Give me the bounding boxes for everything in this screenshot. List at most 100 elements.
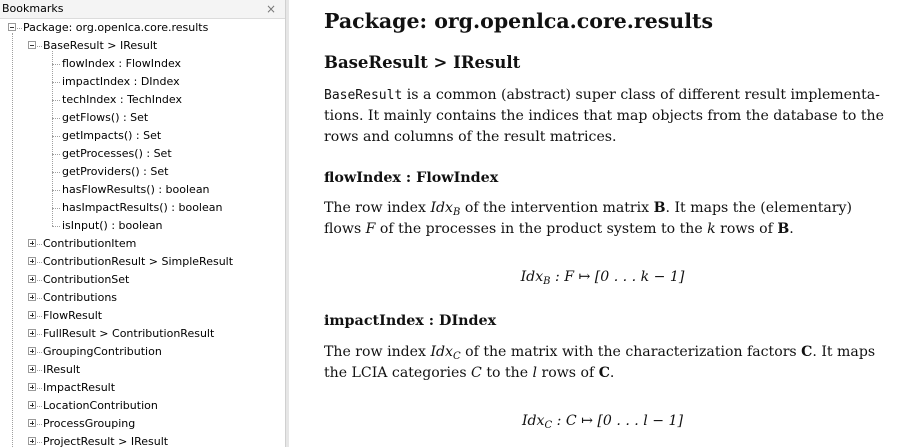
bookmark-label[interactable]: Contributions <box>43 291 118 304</box>
bookmark-item[interactable]: isInput() : boolean <box>0 217 285 235</box>
math-symbol: k <box>707 221 716 237</box>
bookmark-item[interactable]: hasFlowResults() : boolean <box>0 181 285 199</box>
tree-connector <box>37 298 42 299</box>
collapse-icon[interactable] <box>28 41 36 49</box>
bookmark-item[interactable]: Contributions <box>0 289 285 307</box>
bookmark-label[interactable]: Package: org.openlca.core.results <box>23 21 209 34</box>
bookmark-label[interactable]: IResult <box>43 363 81 376</box>
bookmark-item[interactable]: BaseResult > IResult <box>0 37 285 55</box>
text: . <box>609 365 615 381</box>
expand-icon[interactable] <box>28 311 36 319</box>
bookmark-item[interactable]: getFlows() : Set <box>0 109 285 127</box>
bookmark-label[interactable]: FlowResult <box>43 309 103 322</box>
matrix-symbol: B <box>653 200 666 216</box>
bookmark-label[interactable]: FullResult > ContributionResult <box>43 327 215 340</box>
tree-connector <box>37 280 42 281</box>
bookmark-label[interactable]: GroupingContribution <box>43 345 162 358</box>
close-icon[interactable]: × <box>265 2 276 16</box>
description-text: is a common (abstract) super class of di… <box>402 87 880 103</box>
collapse-icon[interactable] <box>8 23 16 31</box>
bookmarks-title: Bookmarks <box>2 2 64 15</box>
class-name-code: BaseResult <box>324 88 403 103</box>
bookmark-label[interactable]: hasFlowResults() : boolean <box>62 183 210 196</box>
math-subscript: B <box>543 276 551 287</box>
bookmark-label[interactable]: getProviders() : Set <box>62 165 169 178</box>
bookmark-label[interactable]: getProcesses() : Set <box>62 147 172 160</box>
tree-connector <box>52 154 60 155</box>
bookmark-label[interactable]: LocationContribution <box>43 399 158 412</box>
bookmark-label[interactable]: getFlows() : Set <box>62 111 149 124</box>
bookmark-item[interactable]: techIndex : TechIndex <box>0 91 285 109</box>
bookmark-item[interactable]: ProjectResult > IResult <box>0 433 285 447</box>
matrix-symbol: C <box>598 365 610 381</box>
expand-icon[interactable] <box>28 293 36 301</box>
bookmark-label[interactable]: ContributionItem <box>43 237 137 250</box>
class-description: BaseResult is a common (abstract) super … <box>324 85 902 148</box>
tree-connector <box>37 46 42 47</box>
expand-icon[interactable] <box>28 347 36 355</box>
expand-icon[interactable] <box>28 383 36 391</box>
bookmark-item[interactable]: ContributionSet <box>0 271 285 289</box>
tree-connector <box>37 262 42 263</box>
panel-splitter[interactable] <box>285 0 289 447</box>
bookmark-item[interactable]: impactIndex : DIndex <box>0 73 285 91</box>
bookmark-item[interactable]: GroupingContribution <box>0 343 285 361</box>
tree-connector <box>37 370 42 371</box>
description-text: rows and columns of the result matrices. <box>324 129 617 145</box>
matrix-symbol: C <box>801 344 813 360</box>
expand-icon[interactable] <box>28 275 36 283</box>
bookmark-item[interactable]: IResult <box>0 361 285 379</box>
bookmark-label[interactable]: ProcessGrouping <box>43 417 136 430</box>
package-heading: Package: org.openlca.core.results <box>324 9 714 33</box>
bookmark-item[interactable]: ContributionResult > SimpleResult <box>0 253 285 271</box>
bookmark-item[interactable]: getProviders() : Set <box>0 163 285 181</box>
bookmark-item[interactable]: ProcessGrouping <box>0 415 285 433</box>
math-symbol: F <box>365 221 376 237</box>
flowindex-formula: IdxB : F ↦ [0 . . . k − 1] <box>289 266 916 288</box>
expand-icon[interactable] <box>28 239 36 247</box>
expand-icon[interactable] <box>28 329 36 337</box>
tree-connector <box>37 424 42 425</box>
bookmark-label[interactable]: ContributionResult > SimpleResult <box>43 255 234 268</box>
tree-connector <box>52 118 60 119</box>
tree-connector <box>52 64 60 65</box>
math-symbol: Idx <box>430 200 453 216</box>
text: to the <box>481 365 533 381</box>
bookmark-item[interactable]: hasImpactResults() : boolean <box>0 199 285 217</box>
bookmark-item[interactable]: ImpactResult <box>0 379 285 397</box>
text: The row index <box>324 344 431 360</box>
expand-icon[interactable] <box>28 257 36 265</box>
bookmark-label[interactable]: getImpacts() : Set <box>62 129 162 142</box>
bookmark-item[interactable]: FullResult > ContributionResult <box>0 325 285 343</box>
bookmark-label[interactable]: hasImpactResults() : boolean <box>62 201 223 214</box>
tree-connector <box>37 352 42 353</box>
expand-icon[interactable] <box>28 401 36 409</box>
bookmark-item[interactable]: ContributionItem <box>0 235 285 253</box>
bookmark-item[interactable]: getProcesses() : Set <box>0 145 285 163</box>
bookmark-label[interactable]: techIndex : TechIndex <box>62 93 183 106</box>
bookmark-label[interactable]: ProjectResult > IResult <box>43 435 169 447</box>
bookmark-label[interactable]: isInput() : boolean <box>62 219 163 232</box>
bookmark-item[interactable]: FlowResult <box>0 307 285 325</box>
document-page: Package: org.openlca.core.results BaseRe… <box>289 0 916 447</box>
text: of the processes in the product system t… <box>375 221 708 237</box>
bookmark-item[interactable]: LocationContribution <box>0 397 285 415</box>
bookmark-item[interactable]: flowIndex : FlowIndex <box>0 55 285 73</box>
bookmark-label[interactable]: ContributionSet <box>43 273 130 286</box>
bookmark-label[interactable]: BaseResult > IResult <box>43 39 158 52</box>
text: rows of <box>715 221 778 237</box>
bookmark-item[interactable]: Package: org.openlca.core.results <box>0 19 285 37</box>
bookmark-label[interactable]: flowIndex : FlowIndex <box>62 57 182 70</box>
expand-icon[interactable] <box>28 437 36 445</box>
bookmark-label[interactable]: ImpactResult <box>43 381 116 394</box>
bookmarks-panel: Bookmarks × Package: org.openlca.core.re… <box>0 0 285 447</box>
bookmark-label[interactable]: impactIndex : DIndex <box>62 75 180 88</box>
text: of the matrix with the characterization … <box>460 344 802 360</box>
text: the LCIA categories <box>324 365 472 381</box>
tree-connector <box>37 388 42 389</box>
bookmark-item[interactable]: getImpacts() : Set <box>0 127 285 145</box>
math-symbol: Idx <box>430 344 453 360</box>
expand-icon[interactable] <box>28 419 36 427</box>
expand-icon[interactable] <box>28 365 36 373</box>
math-symbol: l <box>532 365 538 381</box>
